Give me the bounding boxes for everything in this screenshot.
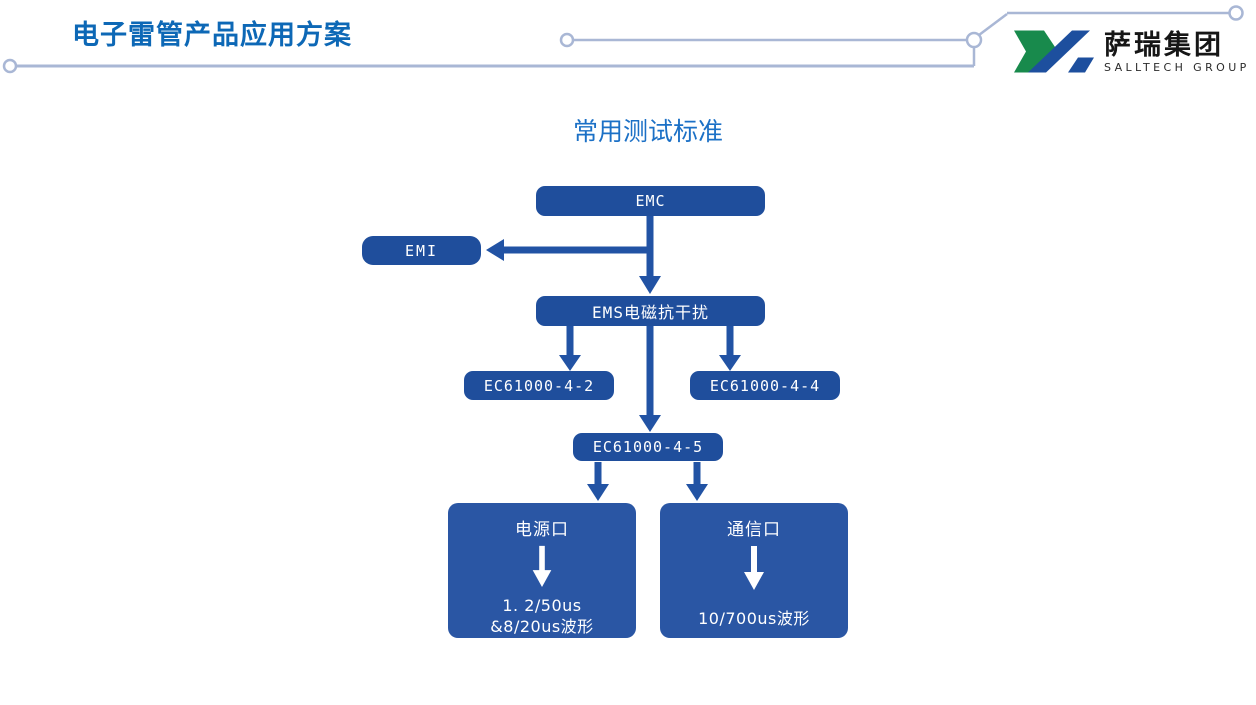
logo-company-name-en: SALLTECH GROUP xyxy=(1104,60,1250,74)
logo-text: 萨瑞集团 SALLTECH GROUP xyxy=(1104,32,1250,73)
power-port-detail-line1: 1. 2/50us xyxy=(502,595,582,615)
company-logo: 萨瑞集团 SALLTECH GROUP xyxy=(1014,28,1250,76)
node-ems: EMS电磁抗干扰 xyxy=(536,296,765,326)
comm-port-detail-line1: 10/700us波形 xyxy=(698,609,810,628)
comm-port-detail: 10/700us波形 xyxy=(698,608,810,630)
node-emc-label: EMC xyxy=(635,192,666,210)
arrowhead-ems-to-ec2 xyxy=(559,355,581,371)
power-port-detail-line2: &8/20us波形 xyxy=(490,617,594,637)
node-ec61000-4-5-label: EC61000-4-5 xyxy=(592,438,704,456)
node-emi-label: EMI xyxy=(404,241,439,260)
logo-company-name-cn: 萨瑞集团 xyxy=(1104,29,1224,61)
node-power-port: 电源口 1. 2/50us &8/20us波形 xyxy=(448,503,636,638)
diagram-heading: 常用测试标准 xyxy=(572,117,723,146)
node-ec61000-4-4-label: EC61000-4-4 xyxy=(709,376,821,395)
white-down-arrow-icon xyxy=(744,546,764,590)
page-title: 电子雷管产品应用方案 xyxy=(72,20,352,51)
header-decor-lines xyxy=(2,5,1244,74)
white-down-arrow-icon xyxy=(532,545,552,587)
node-ec61000-4-2-label: EC61000-4-2 xyxy=(483,376,595,395)
arrowhead-ems-to-ec4 xyxy=(719,355,741,371)
arrowhead-ems-to-ec5 xyxy=(639,415,661,432)
power-port-detail: 1. 2/50us &8/20us波形 xyxy=(490,595,593,638)
node-comm-port: 通信口 10/700us波形 xyxy=(660,503,848,638)
arrowhead-emc-to-ems xyxy=(639,276,661,294)
node-ec61000-4-5: EC61000-4-5 xyxy=(573,433,723,461)
arrowhead-emc-to-emi xyxy=(486,239,504,261)
arrowhead-ec5-to-comm xyxy=(686,484,708,501)
salltech-logo-icon xyxy=(1014,30,1094,73)
power-port-label: 电源口 xyxy=(515,520,569,540)
node-ems-label: EMS电磁抗干扰 xyxy=(592,303,709,322)
node-emi: EMI xyxy=(362,236,481,265)
node-ec61000-4-2: EC61000-4-2 xyxy=(464,371,614,400)
node-emc: EMC xyxy=(536,186,765,216)
comm-port-label: 通信口 xyxy=(727,520,781,540)
node-ec61000-4-4: EC61000-4-4 xyxy=(690,371,840,400)
arrowhead-ec5-to-power xyxy=(587,484,609,501)
